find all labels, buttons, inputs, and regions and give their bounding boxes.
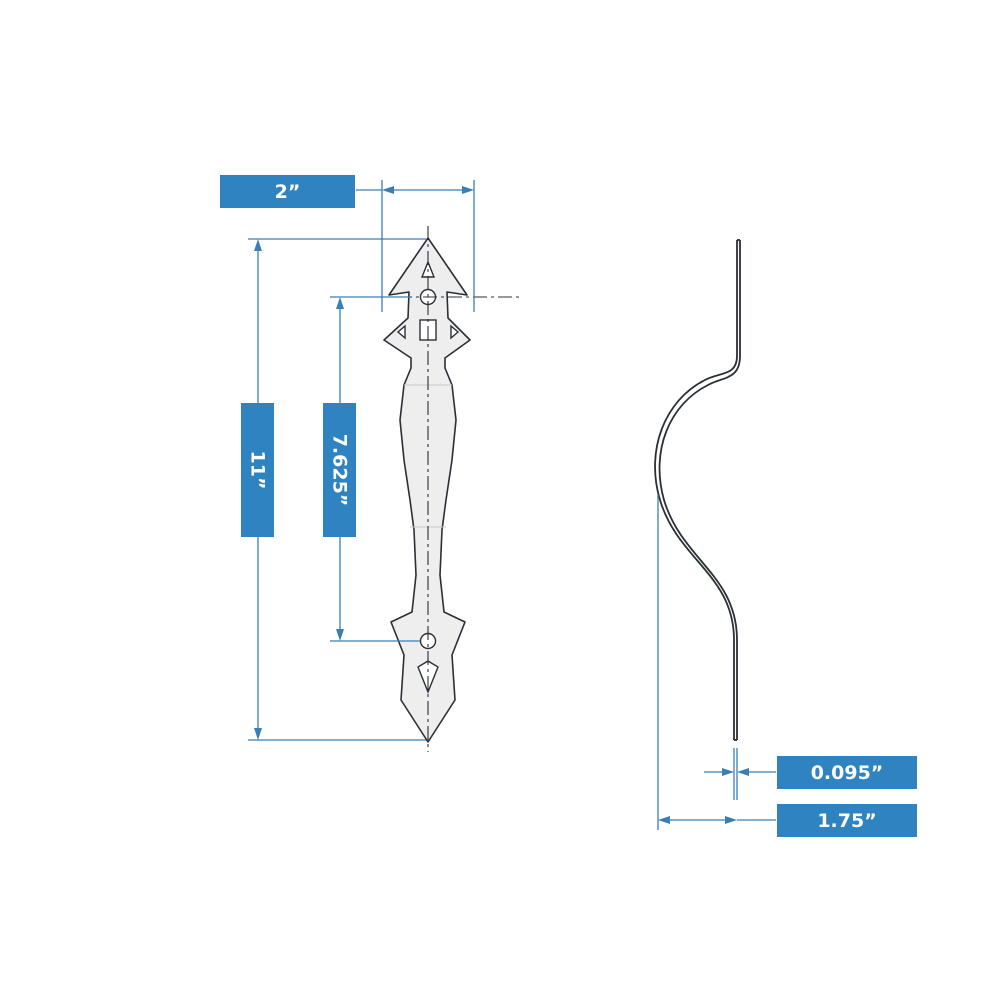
overall-length-label-text: 11” [246, 450, 269, 490]
handle-body-outline [383, 237, 471, 743]
thickness-label-text: 0.095” [810, 761, 884, 784]
profile-inner-edge [658, 240, 741, 740]
right-diamond-cutout [450, 324, 460, 340]
depth-dimension [657, 495, 776, 830]
hole-spacing-label: 7.625” [323, 403, 356, 537]
width-label: 2” [220, 175, 355, 208]
thickness-label: 0.095” [777, 756, 917, 789]
depth-label-text: 1.75” [817, 809, 877, 832]
depth-label: 1.75” [777, 804, 917, 837]
handle-front-view [383, 226, 520, 752]
hole-spacing-dimension [330, 296, 420, 642]
overall-length-dimension [248, 238, 426, 741]
width-label-text: 2” [274, 180, 301, 203]
width-dimension [356, 180, 475, 312]
handle-side-profile [654, 239, 741, 741]
left-diamond-cutout [396, 324, 406, 340]
hole-spacing-label-text: 7.625” [328, 433, 351, 507]
overall-length-label: 11” [241, 403, 274, 537]
profile-outer-edge [654, 240, 738, 740]
thickness-dimension [704, 748, 776, 800]
